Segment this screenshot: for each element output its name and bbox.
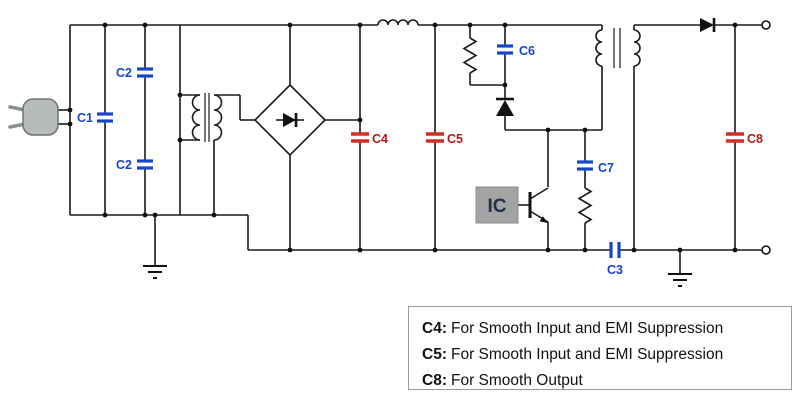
output-terminal-top bbox=[761, 20, 771, 30]
clamp-diode bbox=[496, 97, 514, 116]
capacitor-c3: C3 bbox=[607, 242, 623, 277]
legend-text-c8: For Smooth Output bbox=[450, 372, 583, 389]
legend-key-c8: C8: bbox=[422, 372, 447, 389]
legend-text-c5: For Smooth Input and EMI Suppression bbox=[450, 346, 724, 363]
capacitor-c2-top: C2 bbox=[116, 66, 153, 80]
capacitor-c2-bottom: C2 bbox=[116, 158, 153, 172]
label-c8: C8 bbox=[747, 132, 763, 146]
label-ic: IC bbox=[488, 196, 507, 217]
label-c7: C7 bbox=[598, 161, 614, 175]
transistor bbox=[528, 187, 549, 223]
legend-key-c4: C4: bbox=[422, 320, 447, 337]
snubber-resistor bbox=[577, 187, 593, 224]
label-c2-bottom: C2 bbox=[116, 158, 132, 172]
capacitor-c7: C7 bbox=[577, 160, 614, 175]
bridge-rectifier bbox=[253, 83, 327, 157]
legend-key-c5: C5: bbox=[422, 346, 447, 363]
legend-item-c8: C8:For Smooth Output bbox=[422, 368, 778, 394]
capacitor-c1: C1 bbox=[77, 111, 113, 125]
junction-dots bbox=[67, 22, 738, 253]
capacitor-c5: C5 bbox=[426, 132, 463, 146]
ground-symbol-input bbox=[143, 215, 167, 279]
capacitor-c8: C8 bbox=[726, 132, 763, 146]
ic-block: IC bbox=[475, 186, 519, 224]
circuit-wires bbox=[56, 24, 762, 251]
label-c1: C1 bbox=[77, 111, 93, 125]
output-terminal-bottom bbox=[761, 245, 771, 255]
output-diode bbox=[700, 18, 716, 32]
label-c6: C6 bbox=[519, 44, 535, 58]
legend-text-c4: For Smooth Input and EMI Suppression bbox=[450, 320, 724, 337]
legend-item-c5: C5:For Smooth Input and EMI Suppression bbox=[422, 342, 778, 368]
filter-inductor bbox=[377, 19, 419, 26]
legend-box: C4:For Smooth Input and EMI Suppression … bbox=[408, 306, 792, 390]
emi-choke bbox=[191, 93, 223, 142]
legend-item-c4: C4:For Smooth Input and EMI Suppression bbox=[422, 316, 778, 342]
capacitor-c6: C6 bbox=[497, 44, 535, 58]
clamp-resistor bbox=[462, 37, 478, 74]
ground-symbol-output bbox=[668, 250, 692, 287]
label-c2-top: C2 bbox=[116, 66, 132, 80]
capacitor-c4: C4 bbox=[351, 132, 388, 146]
ac-plug bbox=[8, 98, 59, 136]
label-c3: C3 bbox=[607, 263, 623, 277]
flyback-transformer bbox=[595, 28, 641, 68]
label-c4: C4 bbox=[372, 132, 388, 146]
label-c5: C5 bbox=[447, 132, 463, 146]
